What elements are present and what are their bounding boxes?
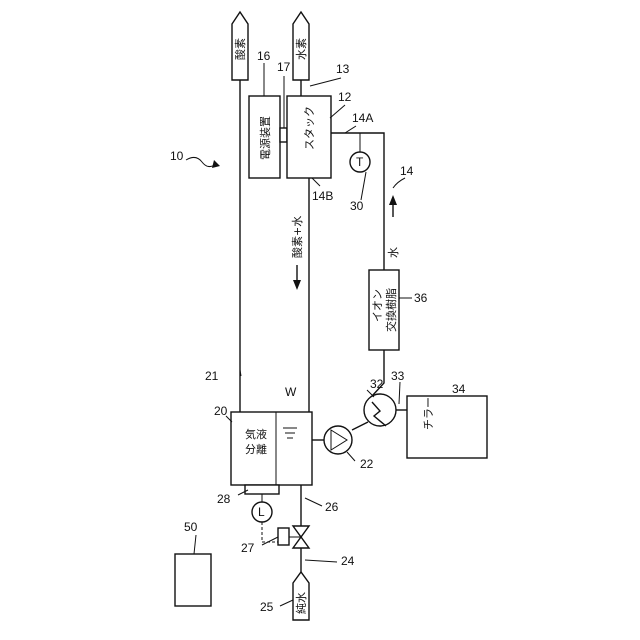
water-level-mark: W bbox=[285, 385, 297, 399]
temperature-sensor-letter: T bbox=[356, 155, 364, 169]
ref-34: 34 bbox=[452, 382, 466, 396]
water-flow-arrow: 水 bbox=[387, 195, 400, 258]
ref-24: 24 bbox=[341, 554, 355, 568]
temperature-sensor: T bbox=[350, 133, 370, 172]
hydrogen-outlet-label: 水素 bbox=[295, 38, 308, 60]
hydrogen-outlet: 水素 bbox=[293, 12, 309, 80]
chiller-label: チラー bbox=[422, 397, 435, 430]
ref-32: 32 bbox=[370, 377, 384, 391]
ref-50: 50 bbox=[184, 520, 198, 534]
pure-water-label: 純水 bbox=[295, 592, 308, 614]
separator-label-2: 分離 bbox=[245, 442, 267, 456]
ref-33: 33 bbox=[391, 369, 405, 383]
ref-26: 26 bbox=[325, 500, 339, 514]
ion-exchange-label-1: イオン bbox=[371, 289, 384, 322]
ref-27: 27 bbox=[241, 541, 255, 555]
level-sensor: L bbox=[245, 485, 279, 542]
ref-30: 30 bbox=[350, 199, 364, 213]
ref-28: 28 bbox=[217, 492, 231, 506]
stack-box: スタック bbox=[287, 96, 331, 178]
leader-10 bbox=[186, 157, 216, 166]
ref-14B: 14B bbox=[312, 189, 333, 203]
power-supply-label: 電源装置 bbox=[258, 116, 272, 160]
ref-21: 21 bbox=[205, 369, 219, 383]
ion-exchange-label-2: 交換樹脂 bbox=[384, 288, 398, 332]
oxygen-outlet-label: 酸素 bbox=[233, 38, 247, 60]
level-sensor-letter: L bbox=[258, 505, 265, 519]
ref-22: 22 bbox=[360, 457, 374, 471]
heat-exchanger bbox=[364, 394, 396, 426]
ref-14A: 14A bbox=[352, 111, 373, 125]
chiller-box: チラー bbox=[407, 396, 487, 458]
circulation-pump bbox=[324, 426, 352, 454]
connector-17 bbox=[280, 128, 287, 142]
ref-10: 10 bbox=[170, 149, 184, 163]
oxygen-outlet: 酸素 bbox=[232, 12, 248, 80]
power-supply-box: 電源装置 bbox=[249, 96, 280, 178]
ref-13: 13 bbox=[336, 62, 350, 76]
stack-label: スタック bbox=[303, 106, 316, 150]
separator-label-1: 気液 bbox=[245, 427, 267, 441]
pure-water-inlet: 純水 bbox=[293, 572, 309, 620]
ion-exchange-resin-box: イオン 交換樹脂 bbox=[369, 270, 399, 350]
gas-liquid-separator: 気液 分離 W bbox=[231, 385, 312, 485]
ref-14: 14 bbox=[400, 164, 414, 178]
ref-25: 25 bbox=[260, 600, 274, 614]
ref-17: 17 bbox=[277, 60, 291, 74]
water-flow-label: 水 bbox=[387, 247, 400, 258]
ref-36: 36 bbox=[414, 291, 428, 305]
box-50 bbox=[175, 554, 211, 606]
ref-16: 16 bbox=[257, 49, 271, 63]
valve-actuator-27 bbox=[278, 528, 289, 545]
oxygen-water-label: 酸素+水 bbox=[290, 216, 304, 258]
pipe-hx-to-pump bbox=[352, 422, 368, 430]
oxygen-water-flow-arrow: 酸素+水 bbox=[290, 216, 304, 290]
ref-20: 20 bbox=[214, 404, 228, 418]
ref-12: 12 bbox=[338, 90, 352, 104]
